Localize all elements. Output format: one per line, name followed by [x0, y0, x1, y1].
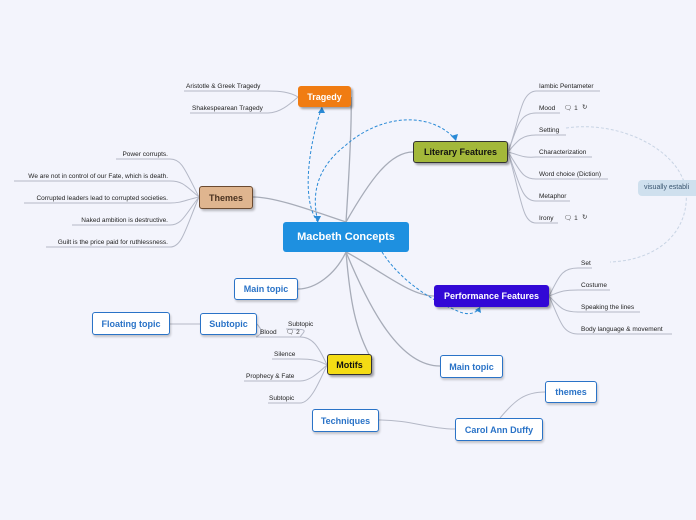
themes-leaf-guilt[interactable]: Guilt is the price paid for ruthlessness… [57, 239, 168, 246]
main-topic-left[interactable]: Main topic [234, 278, 298, 300]
motifs-leaf-blood[interactable]: Blood [260, 329, 277, 336]
topic-themes[interactable]: Themes [199, 186, 253, 209]
performance-leaf-set[interactable]: Set [581, 260, 591, 267]
irony-note-count: 1 [574, 215, 578, 222]
callout-note[interactable]: visually establi [638, 180, 696, 196]
blood-note-count: 2 [296, 329, 300, 336]
motifs-leaf-prophecy[interactable]: Prophecy & Fate [246, 373, 295, 380]
performance-leaf-speaking[interactable]: Speaking the lines [581, 304, 635, 311]
literary-leaf-irony[interactable]: Irony [539, 215, 554, 222]
tragedy-leaf-shakespearean[interactable]: Shakespearean Tragedy [192, 105, 263, 112]
themes-leaf-power[interactable]: Power corrupts. [122, 151, 168, 158]
literary-leaf-word-choice[interactable]: Word choice (Diction) [539, 171, 602, 178]
literary-leaf-metaphor[interactable]: Metaphor [539, 193, 567, 200]
themes-leaf-fate[interactable]: We are not in control of our Fate, which… [28, 173, 168, 180]
performance-leaf-costume[interactable]: Costume [581, 282, 608, 289]
mood-note-count: 1 [574, 105, 578, 112]
irony-note-icon[interactable]: 🗨 1 [564, 215, 578, 222]
carol-ann-duffy-topic[interactable]: Carol Ann Duffy [455, 418, 543, 441]
central-topic[interactable]: Macbeth Concepts [283, 222, 409, 252]
literary-leaf-setting[interactable]: Setting [539, 127, 560, 134]
literary-leaf-mood[interactable]: Mood [539, 105, 556, 112]
mood-link-icon[interactable]: ↻ [582, 104, 588, 111]
motifs-leaf-subtopic[interactable]: Subtopic [269, 395, 295, 402]
performance-leaf-body-language[interactable]: Body language & movement [581, 326, 663, 333]
irony-link-icon[interactable]: ↻ [582, 214, 588, 221]
motifs-leaf-silence[interactable]: Silence [274, 351, 296, 358]
mood-note-icon[interactable]: 🗨 1 [564, 105, 578, 112]
blood-child-subtopic[interactable]: Subtopic [288, 321, 314, 328]
main-topic-right[interactable]: Main topic [440, 355, 503, 378]
themes-leaf-leaders[interactable]: Corrupted leaders lead to corrupted soci… [36, 195, 168, 202]
topic-performance-features[interactable]: Performance Features [434, 285, 549, 307]
literary-leaf-characterization[interactable]: Characterization [539, 149, 587, 156]
floating-topic[interactable]: Floating topic [92, 312, 170, 335]
blood-note-icon[interactable]: 🗨 2 [286, 329, 300, 336]
techniques-topic[interactable]: Techniques [312, 409, 379, 432]
themes-leaf-ambition[interactable]: Naked ambition is destructive. [81, 217, 168, 224]
topic-tragedy[interactable]: Tragedy [298, 86, 351, 107]
tragedy-leaf-aristotle[interactable]: Aristotle & Greek Tragedy [186, 83, 261, 90]
themes-floating-topic[interactable]: themes [545, 381, 597, 403]
topic-literary-features[interactable]: Literary Features [413, 141, 508, 163]
subtopic-node[interactable]: Subtopic [200, 313, 257, 335]
literary-leaf-iambic[interactable]: Iambic Pentameter [539, 83, 594, 90]
topic-motifs[interactable]: Motifs [327, 354, 372, 375]
